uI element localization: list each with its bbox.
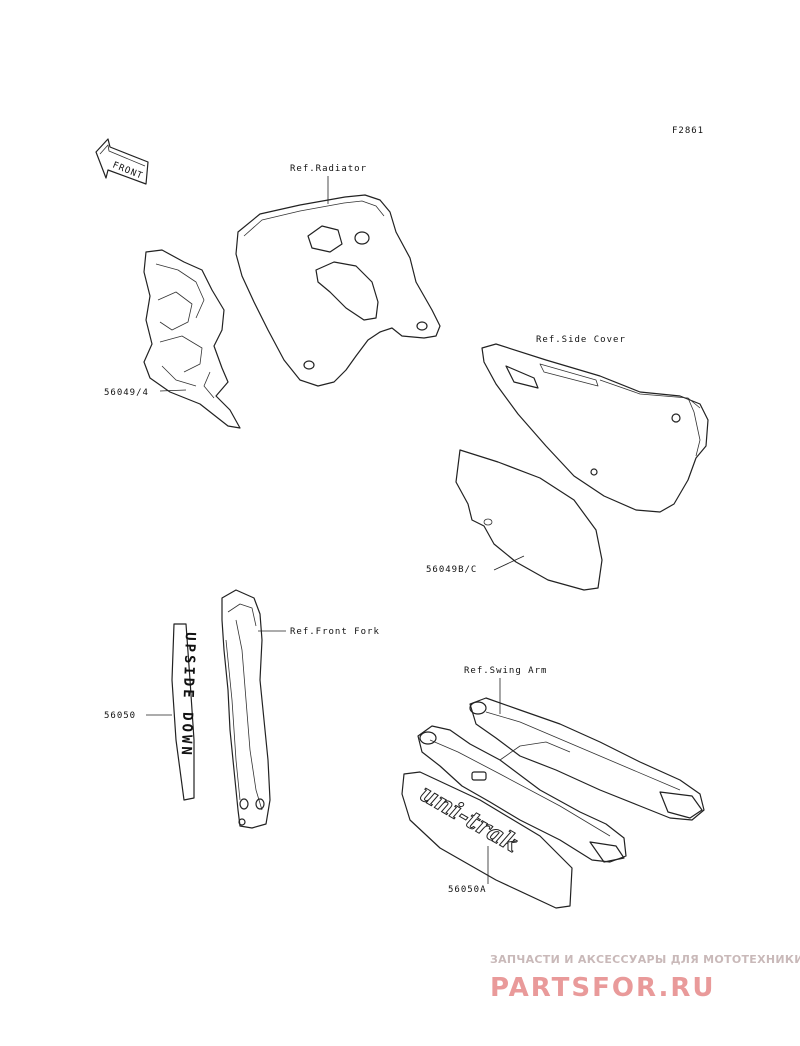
label-56049-4: 56049/4	[104, 388, 149, 398]
side-cover-decal	[455, 449, 603, 591]
label-56049b-c: 56049B/C	[426, 565, 477, 575]
label-56050: 56050	[104, 711, 136, 721]
label-ref-swing-arm: Ref.Swing Arm	[464, 666, 547, 676]
diagram-code: F2861	[672, 126, 704, 136]
fork-decal-text: UPSIDE DOWN	[178, 632, 198, 758]
front-fork	[221, 589, 271, 829]
radiator-decal	[143, 249, 241, 429]
watermark: ЗАПЧАСТИ И АКСЕССУАРЫ ДЛЯ МОТОТЕХНИКИ PA…	[490, 953, 800, 1003]
label-ref-front-fork: Ref.Front Fork	[290, 627, 380, 637]
side-cover	[481, 343, 709, 513]
label-ref-radiator: Ref.Radiator	[290, 164, 367, 174]
label-ref-side-cover: Ref.Side Cover	[536, 335, 626, 345]
watermark-line2: PARTSFOR.RU	[490, 973, 715, 1003]
fork-decal: UPSIDE DOWN	[171, 623, 198, 801]
front-arrow-icon: FRONT	[95, 138, 149, 185]
label-56050a: 56050A	[448, 885, 487, 895]
swingarm-decal: uni-trak	[401, 771, 573, 909]
watermark-line1: ЗАПЧАСТИ И АКСЕССУАРЫ ДЛЯ МОТОТЕХНИКИ	[490, 953, 800, 966]
radiator-shroud	[235, 194, 441, 387]
swing-arm	[417, 697, 705, 863]
